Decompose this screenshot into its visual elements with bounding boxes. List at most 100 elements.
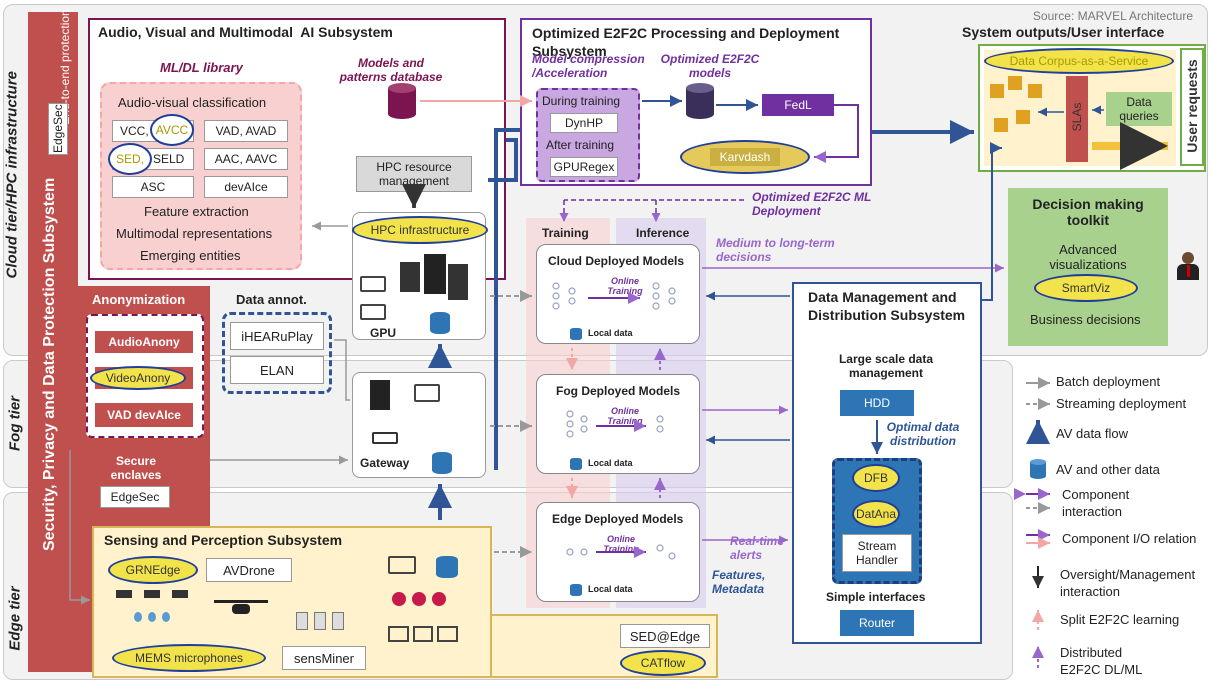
catflow-highlight[interactable]: CATflow [620, 650, 706, 676]
hdd-box[interactable]: HDD [840, 390, 914, 416]
av-classification-label: Audio-visual classification [118, 95, 267, 110]
gpuregex-chip[interactable]: GPURegex [550, 157, 618, 177]
asc-chip[interactable]: ASC [112, 176, 194, 198]
emerging-label: Emerging entities [140, 248, 241, 263]
aac-chip[interactable]: AAC, AAVC [204, 148, 288, 170]
drone-body [232, 604, 250, 614]
fog-local-db-icon [570, 458, 582, 470]
seld-label: SELD [153, 152, 185, 166]
vad-device-button[interactable]: VAD devAIce [94, 402, 194, 428]
gateway-gpu-icon [414, 384, 440, 402]
data-queries-box[interactable]: Data queries [1106, 92, 1172, 126]
gateway-server-icon [370, 380, 390, 410]
cloud-models-title: Cloud Deployed Models [548, 254, 685, 268]
grnedge-highlight[interactable]: GRNEdge [108, 556, 198, 584]
fedl-box[interactable]: FedL [762, 94, 834, 116]
slas-bar [1066, 76, 1088, 162]
user-avatar-head [1182, 252, 1194, 264]
audioanony-button[interactable]: AudioAnony [94, 330, 194, 354]
user-requests-box [1180, 48, 1204, 166]
mic-icon-1 [134, 612, 142, 622]
dmd-to-outputs-flow [982, 142, 1002, 301]
server-rack-2 [424, 254, 446, 294]
edge-local-data: Local data [588, 584, 633, 594]
advanced-label: Advanced visualizations [1049, 242, 1127, 272]
drone-icon [214, 598, 268, 622]
avdrone-chip[interactable]: AVDrone [206, 558, 292, 582]
avcc-highlight[interactable]: AVCC [150, 114, 194, 146]
raspberry-icon-3 [432, 592, 446, 606]
source-note: Source: MARVEL Architecture [1032, 9, 1193, 23]
edgesec-bottom[interactable]: EdgeSec [100, 486, 170, 508]
business-label: Business decisions [1030, 312, 1141, 327]
camera-icon-3 [172, 590, 188, 598]
fog-local-data: Local data [588, 458, 633, 468]
sensing-title: Sensing and Perception Subsystem [104, 532, 343, 548]
mems-highlight[interactable]: MEMS microphones [112, 644, 266, 672]
dmd-title: Data Management and Distribution Subsyst… [808, 289, 966, 323]
gpu-label: GPU [370, 326, 397, 340]
decision-panel [1008, 188, 1168, 346]
cloud-local-db-icon [570, 328, 582, 340]
fog-models-title: Fog Deployed Models [556, 384, 681, 398]
features-label: Features, Metadata [712, 568, 766, 596]
legend-batch: Batch deployment [1056, 374, 1161, 389]
server-rack-3 [448, 264, 468, 300]
ml-deployment-label: Optimized E2F2C ML Deployment [752, 190, 872, 218]
security-to-sensing [69, 450, 90, 605]
legend-av-flow: AV data flow [1056, 426, 1129, 441]
hpc-infra-highlight[interactable]: HPC infrastructure [352, 216, 488, 244]
legend-split: Split E2F2C learning [1060, 612, 1180, 627]
fedl-label: FedL [784, 98, 812, 112]
smartviz-highlight[interactable]: SmartViz [1034, 274, 1138, 302]
annotation-title: Data annot. [236, 292, 307, 307]
chip-icon-3 [437, 626, 459, 642]
router-box[interactable]: Router [840, 610, 914, 636]
edge-models-panel [536, 502, 700, 602]
inference-label: Inference [636, 226, 690, 240]
training-label: Training [542, 226, 589, 240]
chip-icons [388, 626, 459, 642]
sensor-icon-3 [332, 612, 344, 630]
vad-chip[interactable]: VAD, AVAD [204, 120, 288, 142]
raspberry-icon-1 [392, 592, 406, 606]
models-db-icon [388, 83, 416, 119]
ai-to-hpc-flow [488, 138, 518, 182]
main-vertical-flow [494, 128, 520, 470]
edge-models-title: Edge Deployed Models [552, 512, 684, 526]
ml-library-label: ML/DL library [160, 60, 243, 75]
sensor-icon-1 [296, 612, 308, 630]
router-icon [372, 432, 398, 444]
dcaas-highlight[interactable]: Data Corpus-as-a-Service [984, 48, 1174, 74]
datana-highlight[interactable]: DatAna [852, 500, 900, 528]
microphone-icons [134, 612, 214, 626]
device-chip[interactable]: devAIce [204, 176, 288, 198]
gateway-label: Gateway [360, 456, 410, 470]
anonymization-title: Anonymization [92, 292, 186, 307]
multimodal-label: Multimodal representations [116, 226, 273, 241]
ai-subsystem-title: Audio, Visual and Multimodal AI Subsyste… [98, 24, 393, 40]
server-rack-1 [400, 262, 420, 292]
ihearu-chip[interactable]: iHEARuPlay [230, 322, 324, 350]
after-training-label: After training [546, 138, 615, 152]
optimized-models-db-icon [686, 83, 714, 119]
chip-icon-2 [412, 626, 434, 642]
sensminer-chip[interactable]: sensMiner [282, 646, 366, 670]
dfb-highlight[interactable]: DFB [852, 464, 900, 492]
gpu-card-icon-1 [360, 276, 386, 292]
sed-edge-chip[interactable]: SED@Edge [620, 624, 710, 648]
videoanony-highlight[interactable]: VideoAnony [90, 366, 186, 390]
edge-gpu-icon [388, 556, 416, 574]
user-avatar [1176, 252, 1200, 282]
stream-handler-chip[interactable]: Stream Handler [842, 534, 912, 572]
dynhp-chip[interactable]: DynHP [550, 113, 618, 133]
karvdash-highlight[interactable]: Karvdash [680, 140, 810, 174]
elan-chip[interactable]: ELAN [230, 356, 324, 384]
fog-models-panel [536, 374, 700, 474]
camera-icons [116, 590, 196, 604]
models-db-label: Models and patterns database [339, 56, 443, 84]
sed-highlight[interactable]: SED, [108, 143, 152, 175]
large-scale-label: Large scale data management [838, 352, 934, 380]
gpu-card-icon-2 [360, 304, 386, 320]
